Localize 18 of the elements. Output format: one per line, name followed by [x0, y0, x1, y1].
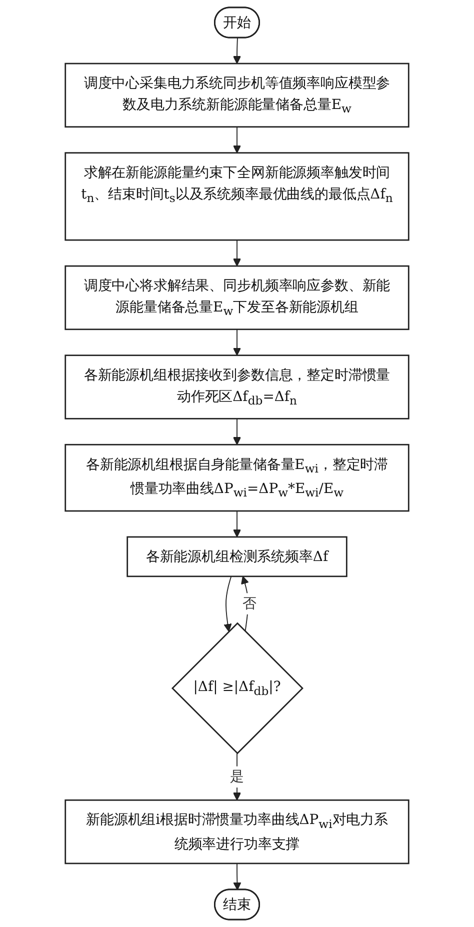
arrow — [232, 38, 242, 64]
edge-label: 是 — [230, 768, 244, 785]
node-box: 各新能源机组根据接收到参数信息，整定时滞惯量动作死区Δf$_{db}$=Δf$_{n}$ — [64, 354, 410, 420]
arrow — [224, 576, 232, 632]
node-diamond: |Δf| ≥|Δf$_{db}$|? — [171, 622, 304, 754]
node-box: 各新能源机组检测系统频率Δf — [126, 536, 348, 578]
arrow — [232, 328, 242, 356]
node-box: 新能源机组i根据时滞惯量功率曲线ΔP$_{wi}$对电力系统频率进行功率支撑 — [64, 799, 410, 864]
arrow — [232, 418, 242, 445]
node-box: 调度中心采集电力系统同步机等值频率响应模型参数及电力系统新能源能量储备总量E$_{w}$ — [64, 62, 410, 128]
edge-label: 否 — [242, 594, 256, 612]
node-box: 求解在新能源能量约束下全网新能源频率触发时间t$_{n}$、结束时间t$_{s}$以及系统频率最优曲线的最低点Δf$_{n}$ — [64, 152, 410, 241]
node-box: 调度中心将求解结果、同步机频率响应参数、新能源能量储备总量E$_{w}$下发至各新能源机组 — [64, 265, 410, 330]
node-box: 各新能源机组根据自身能量储备量E$_{wi}$，整定时滞惯量功率曲线ΔP$_{wi}$=ΔP$_{w}$*E$_{wi}$/E$_{w}$ — [64, 444, 410, 512]
arrow — [232, 126, 242, 154]
arrow — [232, 240, 242, 266]
arrow — [233, 862, 242, 890]
arrow — [232, 510, 242, 538]
